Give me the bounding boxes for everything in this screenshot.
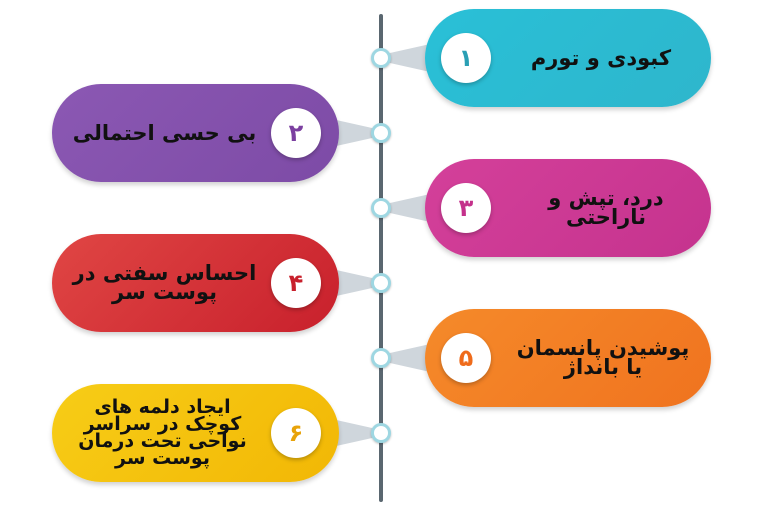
step-6-label: ایجاد دلمه های کوچک در سراسر نواحی تحت د… [78,396,247,469]
timeline-spine [379,14,383,502]
step-4-number-badge: ۴ [271,258,321,308]
step-2-number-badge: ۲ [271,108,321,158]
step-5-number-badge: ۵ [441,333,491,383]
step-3-label: درد، تپش و ناراحتی [548,186,664,229]
step-6-number-badge: ۶ [271,408,321,458]
step-2-node [371,123,391,143]
step-5-node [371,348,391,368]
step-1-number-badge: ۱ [441,33,491,83]
step-1-label: کبودی و تورم [530,45,672,70]
step-1-node [371,48,391,68]
step-4-label: احساس سفتی در پوست سر [72,261,257,304]
step-4-node [371,273,391,293]
step-2-label: بی حسی احتمالی [72,120,257,145]
step-5-label: پوشیدن پانسمان یا بانداژ [516,336,690,379]
step-3-number-badge: ۳ [441,183,491,233]
step-3-node [371,198,391,218]
step-6-node [371,423,391,443]
